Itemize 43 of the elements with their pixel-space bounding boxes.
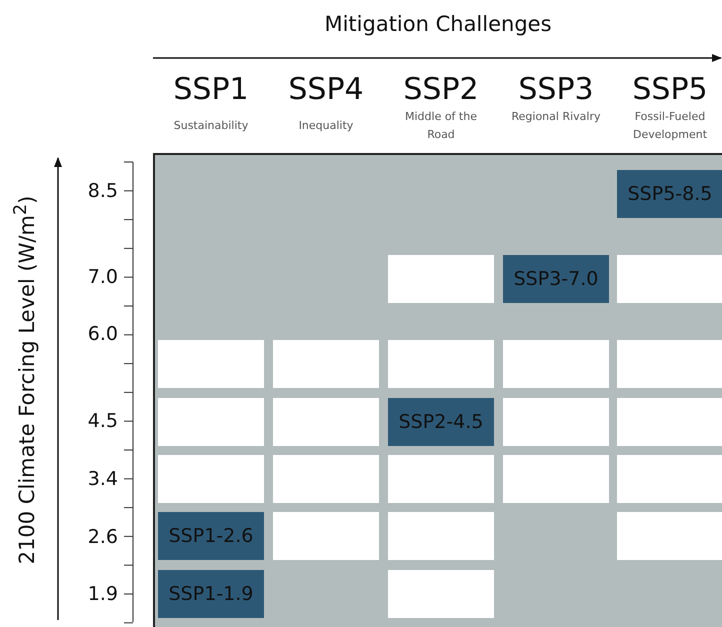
scenario-cell xyxy=(617,340,722,388)
scenario-cell xyxy=(273,398,379,446)
column-heading: SSP5 xyxy=(631,72,709,107)
scenario-cell: SSP1-2.6 xyxy=(158,512,264,560)
tick-label: 1.9 xyxy=(86,583,118,605)
scenario-cell xyxy=(617,512,722,560)
scenario-cell xyxy=(388,455,494,503)
scenario-cell xyxy=(503,455,609,503)
column-subtitle: Middle of the Road xyxy=(404,109,478,143)
scenario-cell xyxy=(158,398,264,446)
column-heading: SSP2 xyxy=(402,72,480,107)
column-subtitle: Fossil-Fueled Development xyxy=(632,109,708,143)
tick-label: 3.4 xyxy=(86,468,118,490)
scenario-cell xyxy=(617,398,722,446)
scenario-cell xyxy=(273,455,379,503)
scenario-cell: SSP1-1.9 xyxy=(158,570,264,618)
column-subtitle: Sustainability xyxy=(172,118,250,134)
scenario-cell xyxy=(158,340,264,388)
axis-title: Mitigation Challenges xyxy=(323,12,553,36)
column-heading: SSP1 xyxy=(172,72,250,107)
column-subtitle: Inequality xyxy=(298,118,354,134)
scenario-cell xyxy=(388,512,494,560)
scenario-cell: SSP5-8.5 xyxy=(617,170,722,218)
column-subtitle: Regional Rivalry xyxy=(510,109,602,125)
scenario-cell xyxy=(388,255,494,303)
column-heading: SSP3 xyxy=(517,72,595,107)
tick-label: 8.5 xyxy=(86,180,118,202)
scenario-cell xyxy=(158,455,264,503)
tick-label: 6.0 xyxy=(86,323,118,345)
scenario-cell xyxy=(503,398,609,446)
scenario-cell: SSP2-4.5 xyxy=(388,398,494,446)
scenario-cell: SSP3-7.0 xyxy=(503,255,609,303)
scenario-cell xyxy=(273,340,379,388)
scenario-cell xyxy=(617,455,722,503)
scenario-cell xyxy=(388,570,494,618)
tick-label: 4.5 xyxy=(86,410,118,432)
scenario-cell xyxy=(503,340,609,388)
tick-label: 7.0 xyxy=(86,266,118,288)
column-heading: SSP4 xyxy=(287,72,365,107)
scenario-cell xyxy=(617,255,722,303)
tick-label: 2.6 xyxy=(86,526,118,548)
scenario-cell xyxy=(388,340,494,388)
scenario-cell xyxy=(273,512,379,560)
